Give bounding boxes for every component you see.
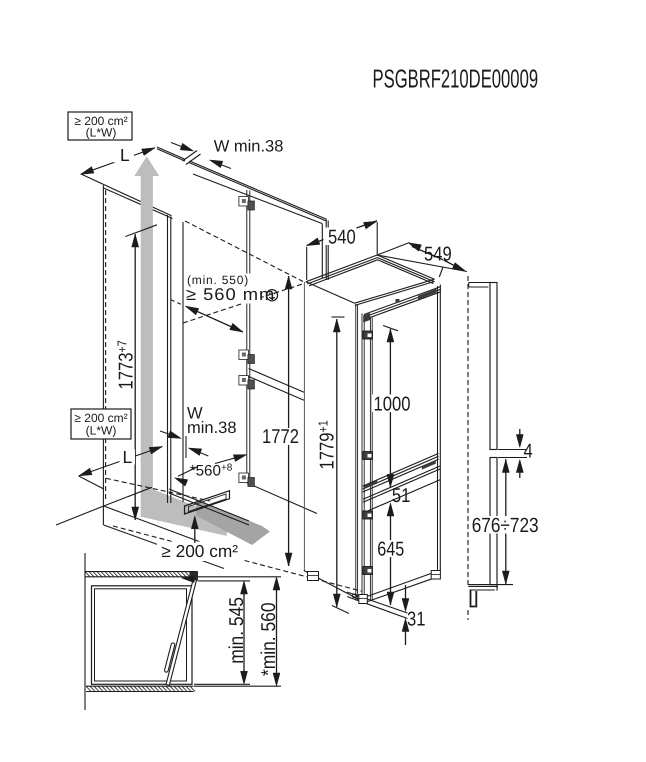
svg-text:min.38: min.38 bbox=[187, 419, 237, 437]
svg-text:≥ 200 cm²: ≥ 200 cm² bbox=[161, 541, 238, 561]
svg-text:1772: 1772 bbox=[262, 426, 299, 448]
svg-text:W: W bbox=[187, 405, 203, 423]
svg-text:(L*W): (L*W) bbox=[86, 424, 117, 438]
svg-text:(L*W): (L*W) bbox=[86, 126, 117, 140]
svg-text:4: 4 bbox=[524, 441, 533, 463]
svg-text:min. 545: min. 545 bbox=[226, 597, 248, 664]
svg-text:≥ 200 cm²: ≥ 200 cm² bbox=[74, 411, 127, 425]
svg-text:PSGBRF210DE00009: PSGBRF210DE00009 bbox=[373, 64, 539, 94]
svg-text:540: 540 bbox=[328, 226, 356, 248]
svg-text:≥ 200 cm²: ≥ 200 cm² bbox=[74, 114, 127, 128]
svg-text:676÷723: 676÷723 bbox=[472, 514, 539, 537]
svg-text:(min. 550): (min. 550) bbox=[187, 273, 249, 287]
svg-text:L: L bbox=[123, 447, 133, 467]
svg-text:1773+7: 1773+7 bbox=[115, 340, 138, 389]
svg-text:W min.38: W min.38 bbox=[214, 137, 284, 155]
svg-text:*min. 560: *min. 560 bbox=[258, 602, 280, 676]
svg-text:1000: 1000 bbox=[374, 393, 411, 415]
svg-text:≥ 560 mm: ≥ 560 mm bbox=[186, 285, 275, 304]
svg-text:51: 51 bbox=[392, 485, 410, 507]
svg-text:645: 645 bbox=[377, 539, 404, 561]
svg-text:31: 31 bbox=[407, 608, 425, 630]
svg-text:1779+1: 1779+1 bbox=[316, 420, 339, 469]
svg-text:L: L bbox=[120, 145, 130, 165]
